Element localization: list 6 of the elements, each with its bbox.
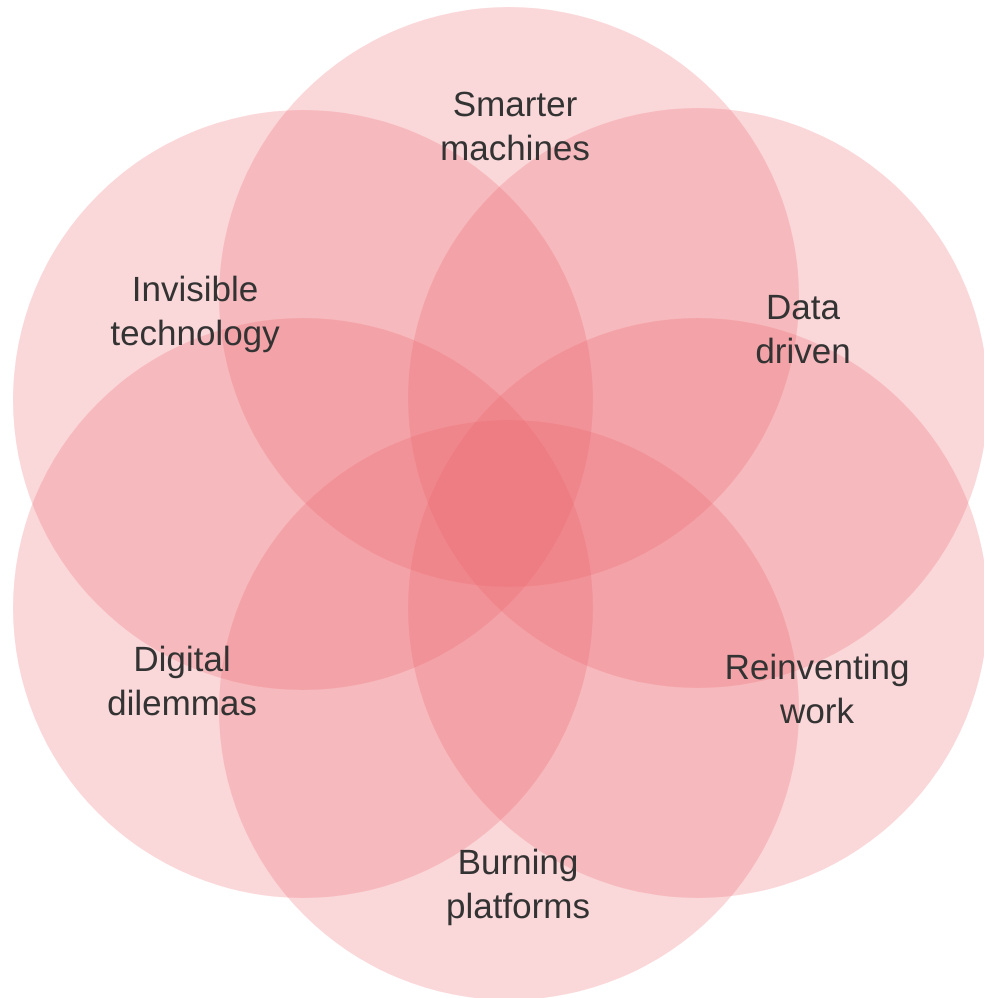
circle-label: Data driven xyxy=(754,287,852,373)
circle-label: Invisible technology xyxy=(109,269,281,355)
circle-label: Digital dilemmas xyxy=(106,639,258,725)
circle-label: Smarter machines xyxy=(439,84,591,170)
circle-label: Burning platforms xyxy=(445,842,591,928)
circle-label: Reinventing work xyxy=(724,647,910,733)
